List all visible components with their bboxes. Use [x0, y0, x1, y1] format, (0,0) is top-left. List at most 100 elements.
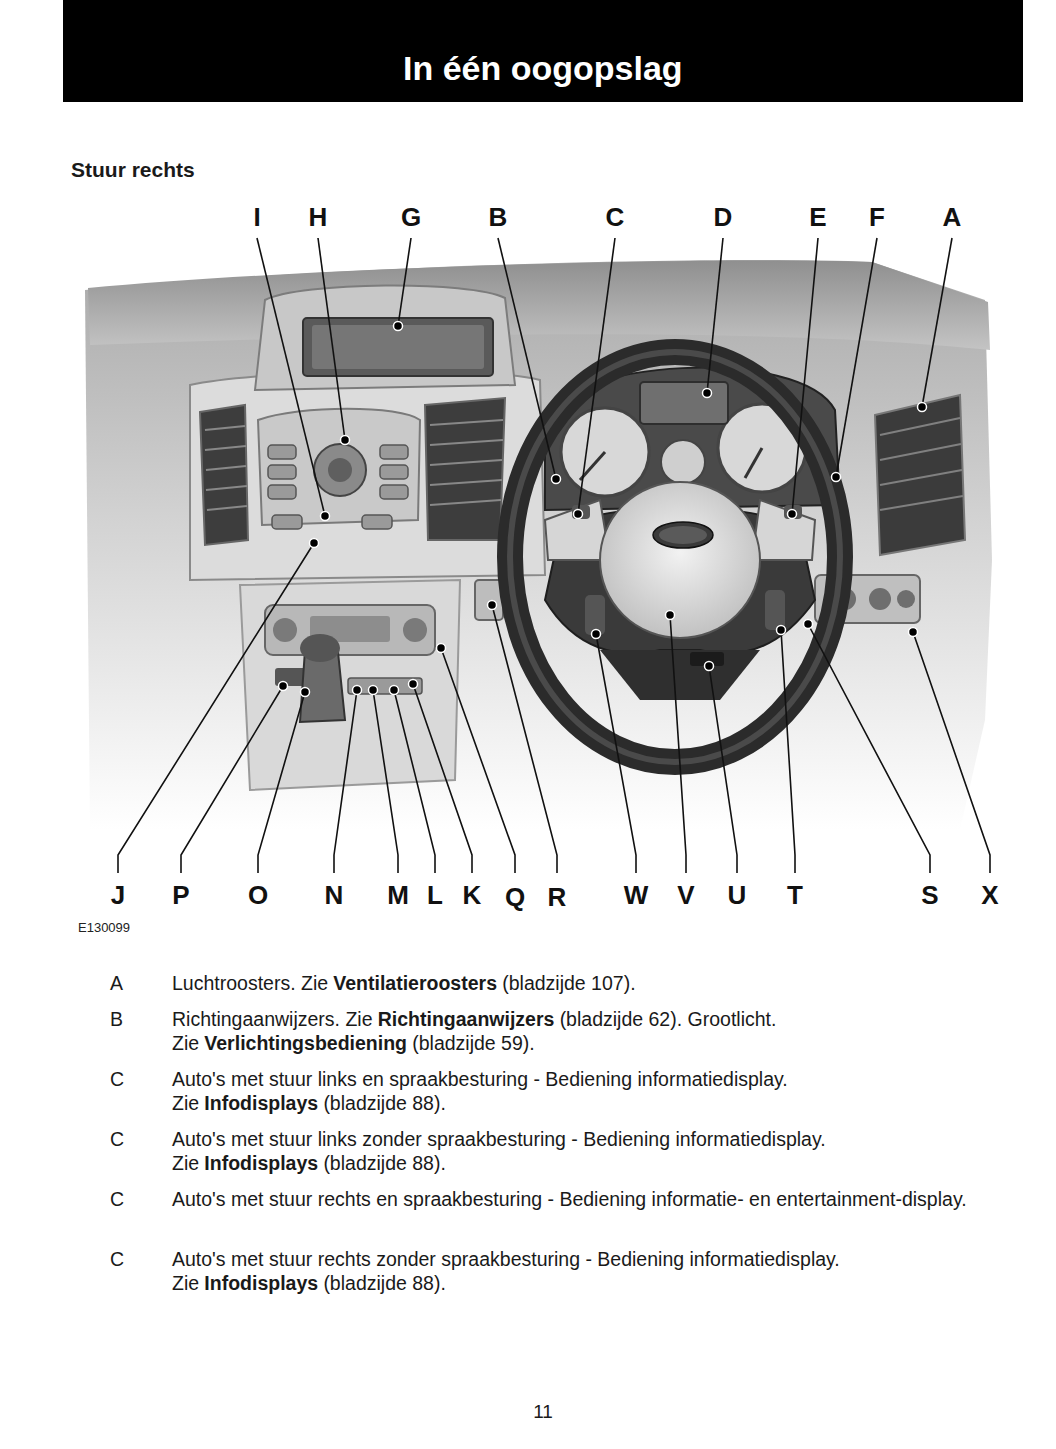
art-circle: [390, 686, 399, 695]
art-ellipse: [659, 526, 707, 544]
description-text: (bladzijde 88).: [323, 1272, 445, 1294]
art-line: [206, 466, 246, 470]
art-line: [206, 486, 247, 490]
art-line: [205, 426, 245, 430]
reference-title: Ventilatieroosters: [333, 972, 497, 994]
art-line: [880, 496, 963, 510]
item-description: Richtingaanwijzers. ZieRichtingaanwijzer…: [172, 1007, 1022, 1055]
description-text: (bladzijde 88).: [323, 1092, 445, 1114]
art-rect: [268, 485, 296, 499]
art-g: [268, 445, 408, 529]
art-circle: [488, 601, 497, 610]
art-polyline: [808, 624, 930, 873]
art-path: [255, 285, 515, 390]
callout-letter: Q: [505, 883, 525, 911]
callout-letter: S: [921, 881, 938, 909]
art-path: [190, 371, 545, 580]
art-line: [205, 446, 246, 450]
art-line: [257, 238, 325, 516]
art-circle: [666, 611, 675, 620]
art-line: [430, 460, 502, 465]
description-text: (bladzijde 88).: [323, 1152, 445, 1174]
art-rect: [380, 465, 408, 479]
callout-letter: B: [489, 203, 508, 231]
art-line: [922, 238, 952, 407]
item-letter: A: [110, 971, 123, 995]
item-letter: C: [110, 1127, 124, 1151]
art-circle: [328, 458, 352, 482]
art-circle: [353, 686, 362, 695]
description-text: Luchtroosters. Zie: [172, 972, 328, 994]
callout-letter: K: [463, 881, 482, 909]
section-heading: Stuur rechts: [71, 157, 195, 183]
callout-letter: F: [869, 203, 885, 231]
callout-letter: C: [606, 203, 625, 231]
callout-letter: T: [787, 881, 803, 909]
item-letter: B: [110, 1007, 123, 1031]
art-circle: [314, 444, 366, 496]
art-polyline: [373, 690, 398, 873]
page-number: 11: [533, 1400, 553, 1424]
art-polyline: [492, 605, 557, 873]
callout-letter: X: [981, 881, 998, 909]
art-circle: [804, 620, 813, 629]
callout-letter: P: [172, 881, 189, 909]
callout-letter: D: [714, 203, 733, 231]
item-description: Luchtroosters. ZieVentilatieroosters(bla…: [172, 971, 1022, 995]
art-circle: [909, 628, 918, 637]
callout-letter: U: [728, 881, 747, 909]
art-circle: [918, 403, 927, 412]
item-description: Auto's met stuur rechts zonder spraakbes…: [172, 1247, 1022, 1295]
callout-letter: A: [943, 203, 962, 231]
art-path: [600, 650, 760, 700]
art-circle: [552, 475, 561, 484]
art-rect: [312, 325, 484, 369]
art-circle: [592, 630, 601, 639]
art-ellipse: [653, 522, 713, 548]
art-path: [240, 580, 460, 790]
callout-letter: V: [677, 881, 694, 909]
art-line: [836, 238, 877, 477]
art-line: [430, 420, 503, 425]
item-description: Auto's met stuur rechts en spraakbesturi…: [172, 1187, 1022, 1211]
art-line: [398, 238, 411, 326]
art-line: [745, 448, 762, 478]
art-polyline: [413, 684, 472, 873]
art-polyline: [181, 686, 283, 873]
art-line: [498, 238, 556, 479]
art-line: [707, 238, 723, 393]
art-g: [880, 418, 963, 510]
callout-letter: L: [427, 881, 443, 909]
art-circle: [705, 662, 714, 671]
art-path: [875, 395, 965, 555]
art-rect: [380, 445, 408, 459]
art-line: [880, 418, 960, 435]
callout-letter: E: [809, 203, 826, 231]
art-circle: [777, 626, 786, 635]
dashboard-body: [85, 260, 992, 830]
art-path: [258, 409, 420, 525]
callout-letter: O: [248, 881, 268, 909]
art-line: [792, 238, 818, 514]
art-polyline: [709, 666, 737, 873]
art-circle: [661, 440, 705, 484]
art-path: [200, 405, 248, 545]
art-polyline: [394, 690, 435, 873]
description-text: Richtingaanwijzers. Zie: [172, 1008, 373, 1030]
art-line: [880, 470, 962, 485]
art-path: [88, 260, 990, 350]
art-circle: [437, 644, 446, 653]
art-polyline: [670, 615, 686, 873]
art-circle: [788, 510, 797, 519]
callout-letter: N: [325, 881, 344, 909]
reference-title: Infodisplays: [204, 1272, 318, 1294]
reference-title: Verlichtingsbediening: [204, 1032, 407, 1054]
art-rect: [303, 318, 493, 376]
art-rect: [362, 515, 392, 529]
item-letter: C: [110, 1247, 124, 1271]
art-line: [430, 440, 503, 445]
art-rect: [265, 605, 435, 655]
art-polyline: [334, 690, 357, 873]
art-circle: [310, 539, 319, 548]
